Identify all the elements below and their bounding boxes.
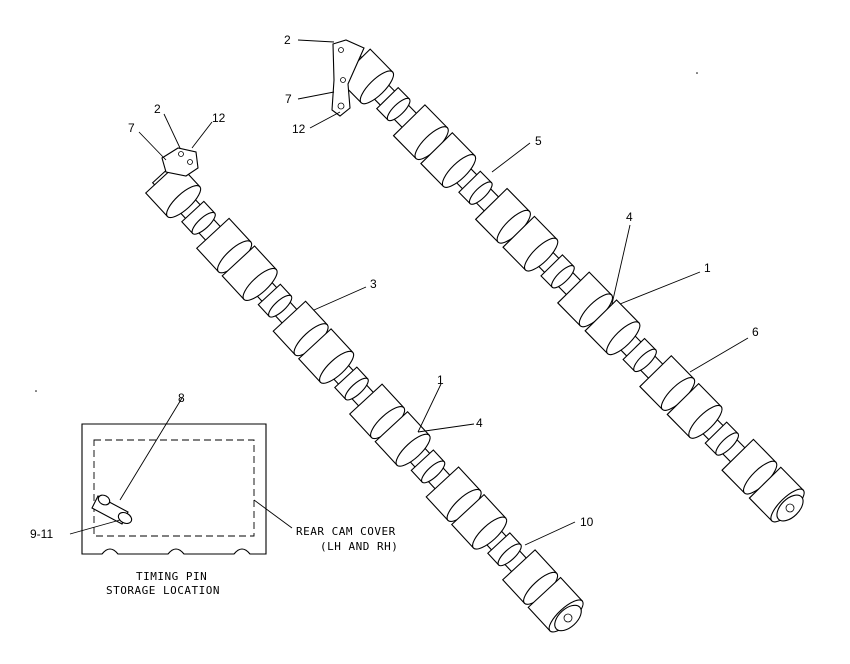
callout-9-11: 9-11 bbox=[30, 527, 53, 541]
rear-cover-label-line1: REAR CAM COVER bbox=[296, 525, 396, 538]
callout-4-left: 4 bbox=[476, 416, 483, 430]
callout-12-left: 12 bbox=[212, 111, 226, 125]
callout-5: 5 bbox=[535, 134, 542, 148]
callout-1-left: 1 bbox=[437, 373, 444, 387]
right-camshaft bbox=[338, 48, 805, 523]
timing-plate-left bbox=[161, 147, 199, 177]
callout-2-left: 2 bbox=[154, 102, 161, 116]
timing-plate-right bbox=[331, 39, 365, 117]
callout-10: 10 bbox=[580, 515, 594, 529]
callout-7-left: 7 bbox=[128, 121, 135, 135]
callout-3: 3 bbox=[370, 277, 377, 291]
timing-pin-label-line2: STORAGE LOCATION bbox=[106, 584, 220, 597]
rear-cover-label-line2: (LH AND RH) bbox=[320, 540, 398, 553]
rear-cam-cover bbox=[81, 423, 267, 555]
callout-6: 6 bbox=[752, 325, 759, 339]
callout-12-right: 12 bbox=[292, 122, 306, 136]
leader-lines bbox=[69, 39, 749, 546]
timing-pin bbox=[91, 494, 133, 525]
timing-pin-label-line1: TIMING PIN bbox=[136, 570, 207, 583]
callout-1-right: 1 bbox=[704, 261, 711, 275]
left-camshaft bbox=[144, 162, 584, 633]
callout-4-right: 4 bbox=[626, 210, 633, 224]
callout-8: 8 bbox=[178, 391, 185, 405]
callout-2-right: 2 bbox=[284, 33, 291, 47]
callout-7-right: 7 bbox=[285, 92, 292, 106]
